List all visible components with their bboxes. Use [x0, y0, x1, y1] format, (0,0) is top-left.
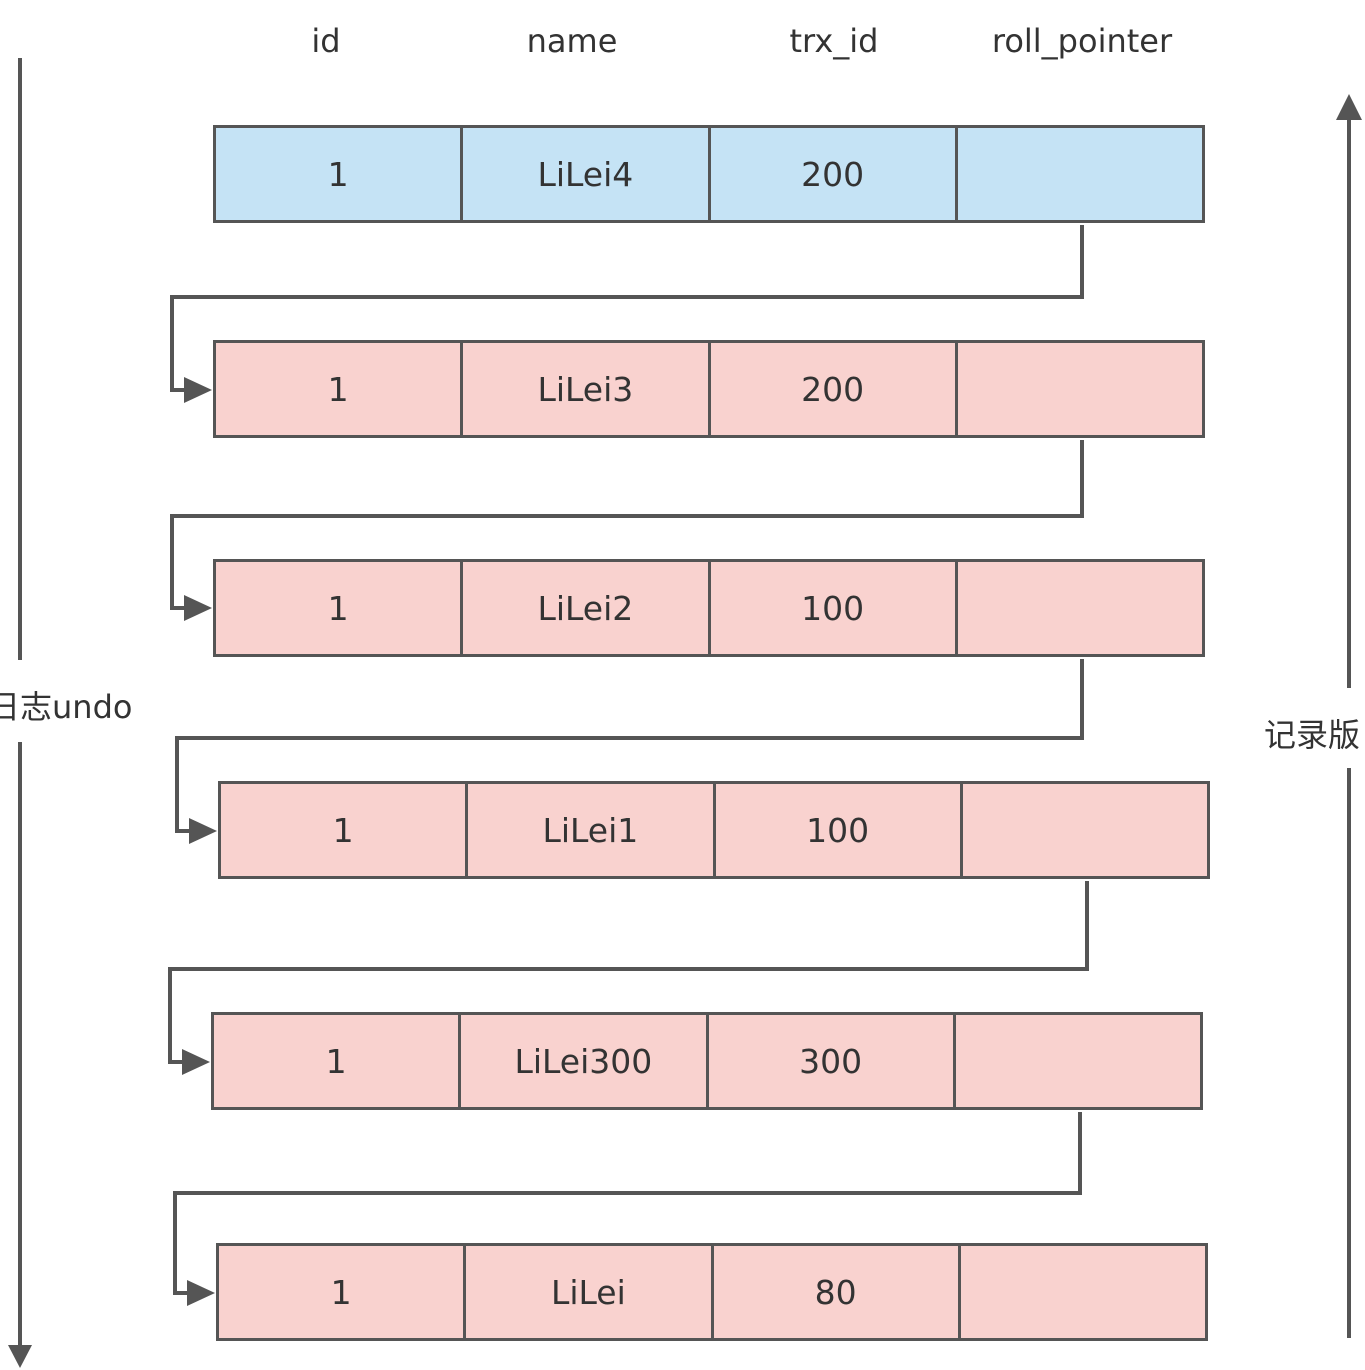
cell-trx-id: 200: [711, 343, 958, 435]
cell-trx-id: 200: [711, 128, 958, 220]
cell-id: 1: [219, 1246, 467, 1338]
arrowhead-row-2: [184, 377, 212, 403]
header-id: id: [311, 22, 341, 60]
record-version-label: 记录版: [1264, 710, 1361, 756]
undo-log-label: 日志undo: [0, 682, 133, 728]
cell-trx-id: 100: [711, 562, 958, 654]
header-roll-pointer: roll_pointer: [991, 22, 1173, 60]
cell-id: 1: [221, 784, 469, 876]
record-row-3: 1 LiLei1 100: [218, 781, 1210, 879]
header-name: name: [526, 22, 618, 60]
cell-roll-pointer: [963, 784, 1207, 876]
cell-roll-pointer: [956, 1015, 1200, 1107]
cell-name: LiLei1: [468, 784, 716, 876]
roll-pointer-link-5: [173, 1112, 1082, 1295]
arrowhead-row-6: [187, 1280, 215, 1306]
roll-pointer-link-4: [168, 881, 1089, 1064]
cell-trx-id: 300: [709, 1015, 956, 1107]
arrowhead-row-5: [182, 1049, 210, 1075]
cell-id: 1: [216, 343, 464, 435]
version-arrowhead: [1336, 94, 1362, 120]
cell-roll-pointer: [958, 562, 1202, 654]
record-row-0: 1 LiLei4 200: [213, 125, 1205, 223]
roll-pointer-link-2: [170, 440, 1084, 610]
header-trx-id: trx_id: [789, 22, 879, 60]
record-row-2: 1 LiLei2 100: [213, 559, 1205, 657]
cell-roll-pointer: [961, 1246, 1205, 1338]
arrowhead-row-4: [189, 818, 217, 844]
record-row-4: 1 LiLei300 300: [211, 1012, 1203, 1110]
roll-pointer-link-1: [170, 225, 1084, 392]
record-row-1: 1 LiLei3 200: [213, 340, 1205, 438]
cell-name: LiLei3: [463, 343, 711, 435]
cell-roll-pointer: [958, 343, 1202, 435]
cell-trx-id: 80: [714, 1246, 961, 1338]
cell-name: LiLei2: [463, 562, 711, 654]
record-row-5: 1 LiLei 80: [216, 1243, 1208, 1341]
arrowhead-row-3: [184, 595, 212, 621]
cell-id: 1: [216, 562, 464, 654]
cell-name: LiLei300: [461, 1015, 709, 1107]
cell-trx-id: 100: [716, 784, 963, 876]
undo-log-arrowhead: [8, 1345, 32, 1368]
cell-name: LiLei: [466, 1246, 714, 1338]
cell-id: 1: [214, 1015, 462, 1107]
cell-id: 1: [216, 128, 464, 220]
cell-name: LiLei4: [463, 128, 711, 220]
cell-roll-pointer: [958, 128, 1202, 220]
roll-pointer-link-3: [175, 659, 1084, 833]
